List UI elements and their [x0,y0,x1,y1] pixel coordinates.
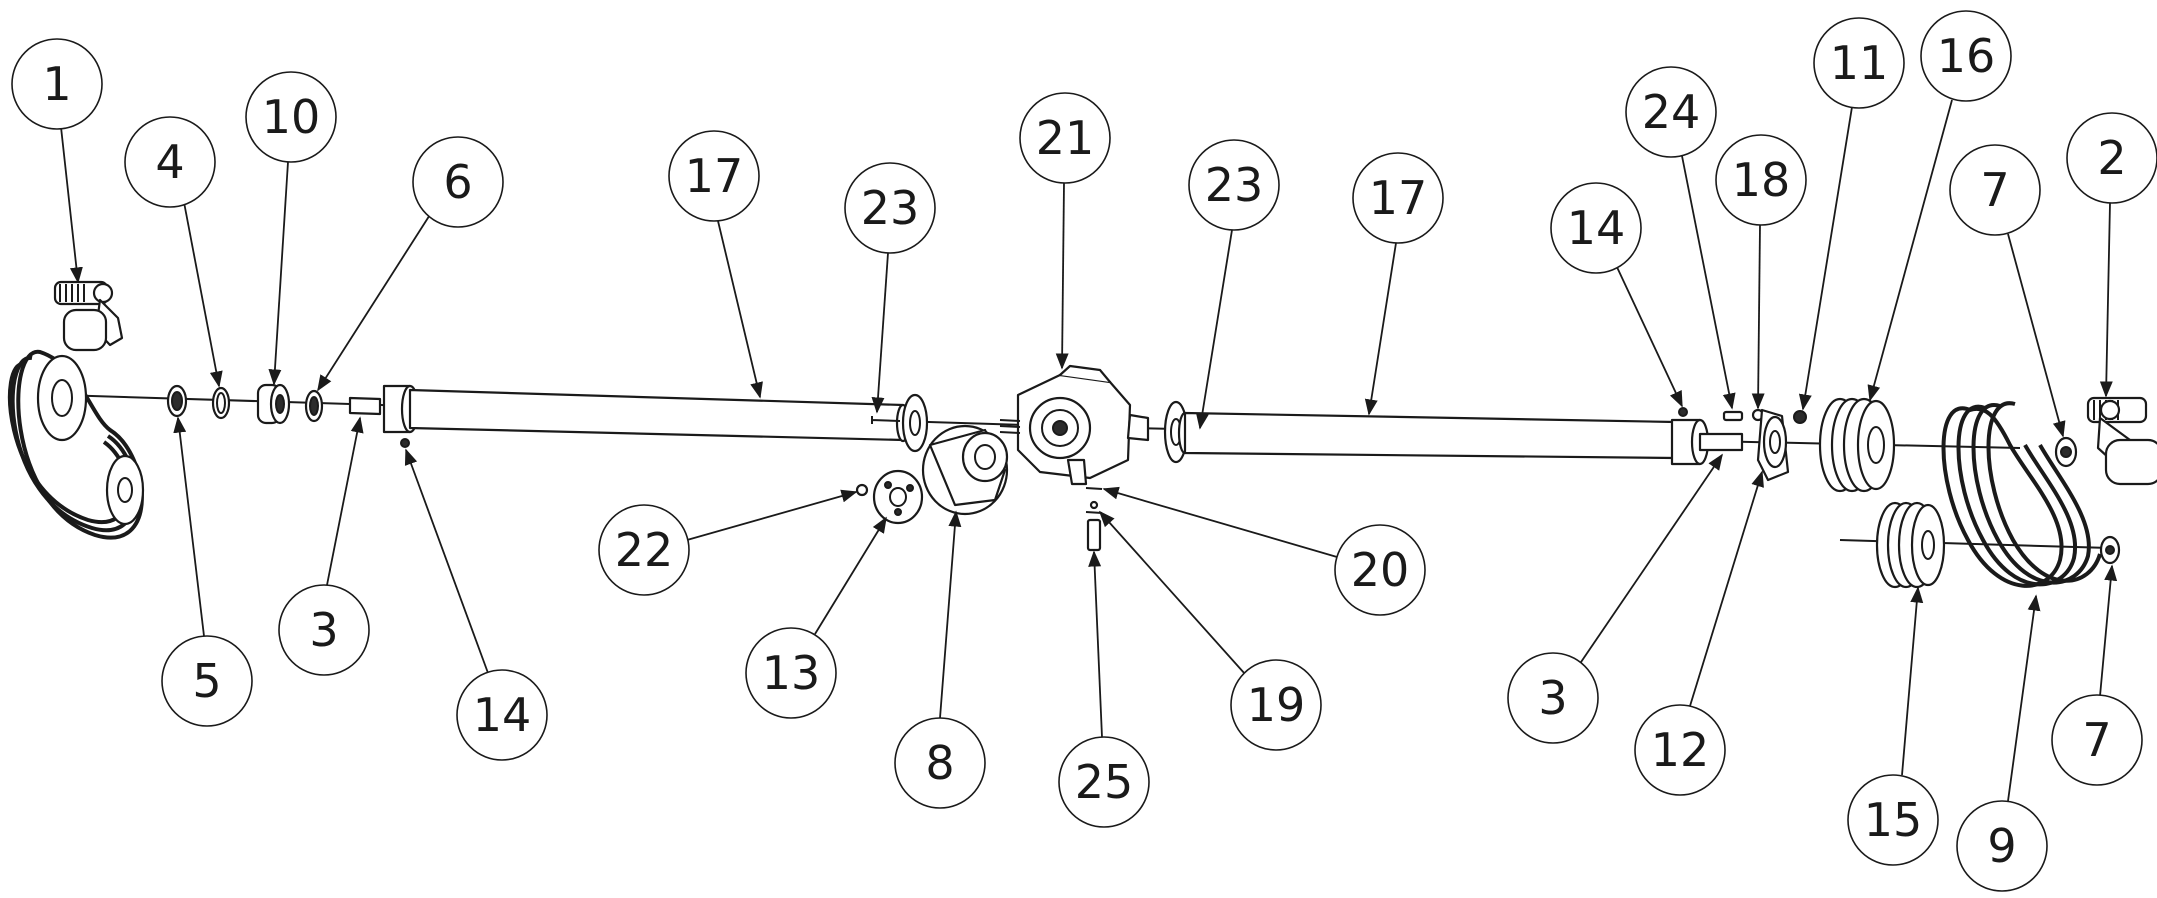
callout-12-label: 12 [1651,723,1710,777]
callout-25: 25 [1058,550,1150,828]
v-belt-set-9 [1941,401,2102,588]
callout-1: 1 [11,38,103,284]
left-belt-tensioner [53,280,124,352]
callout-13: 13 [745,516,887,719]
callout-7-lower: 7 [2051,564,2143,786]
callout-20: 20 [1102,486,1426,616]
callout-7-upper: 7 [1949,144,2066,438]
callout-9: 9 [1956,594,2048,892]
callout-20-label: 20 [1351,543,1410,597]
callout-4: 4 [124,116,223,388]
callout-8: 8 [894,510,986,809]
left-flange-23 [871,393,929,453]
right-belt-tensioner [2086,396,2157,486]
bolt-22 [855,483,869,497]
callout-19: 19 [1098,510,1322,751]
callout-5-label: 5 [192,654,221,708]
bushing-7-lower [2099,535,2121,565]
callout-10: 10 [245,71,337,386]
callout-24: 24 [1625,66,1736,410]
callout-23-left-label: 23 [861,181,920,235]
nut-11 [1793,410,1807,424]
callout-21-label: 21 [1036,111,1095,165]
callout-3-left: 3 [278,416,370,676]
callout-24-label: 24 [1642,85,1701,139]
left-pulley-belt-assembly [8,349,145,540]
callout-17-left-label: 17 [685,149,744,203]
callout-22: 22 [598,489,858,596]
callout-1-label: 1 [42,57,71,111]
callout-14-right-label: 14 [1567,201,1626,255]
callout-18-label: 18 [1732,153,1791,207]
callout-2-label: 2 [2097,131,2126,185]
callout-10-label: 10 [262,90,321,144]
callout-23-right-label: 23 [1205,158,1264,212]
pulley-15 [1875,501,1946,589]
callout-15-label: 15 [1864,793,1923,847]
callout-6-label: 6 [443,155,472,209]
seal-ring-5 [166,384,188,418]
callout-19-label: 19 [1247,678,1306,732]
callout-7-lower-label: 7 [2082,713,2111,767]
bearing-10 [256,383,291,425]
callout-13-label: 13 [762,646,821,700]
callout-11: 11 [1798,17,1905,411]
callout-7-upper-label: 7 [1980,163,2009,217]
bolt-washer-stack [1085,487,1103,552]
bearing-flange-12 [1756,408,1790,482]
callout-14-left-label: 14 [473,688,532,742]
callout-14-left: 14 [404,448,548,761]
callout-21: 21 [1019,92,1111,370]
right-tube-17 [1177,407,1744,466]
callout-3-left-label: 3 [309,603,338,657]
bushing-7-upper [2054,436,2078,468]
callout-16-label: 16 [1937,29,1996,83]
callout-14-right: 14 [1550,182,1683,408]
callout-5: 5 [161,416,253,727]
pulley-16 [1818,397,1896,493]
callout-12: 12 [1634,470,1764,796]
bolt-24 [1722,410,1744,422]
callout-16: 16 [1867,10,2012,402]
coupling-flange-13 [872,469,924,525]
callout-17-right-label: 17 [1369,171,1428,225]
callout-15: 15 [1847,586,1939,866]
callout-3-right-label: 3 [1538,671,1567,725]
callout-11-label: 11 [1830,36,1889,90]
callout-6: 6 [317,136,504,392]
callout-25-label: 25 [1075,755,1134,809]
callout-8-label: 8 [925,736,954,790]
callout-2: 2 [2066,112,2157,398]
retaining-ring-4 [211,386,231,420]
callout-18: 18 [1715,134,1807,410]
callout-9-label: 9 [1987,819,2016,873]
pulley-hub-8 [921,424,1009,516]
callout-23-right: 23 [1188,139,1280,430]
callout-17-left: 17 [668,130,763,399]
callout-22-label: 22 [615,523,674,577]
callout-23-left: 23 [844,162,936,414]
gearbox-21 [999,364,1150,486]
callout-17-right: 17 [1352,152,1444,416]
seal-ring-6 [304,389,324,423]
left-tube-17 [348,384,911,448]
callout-3-right: 3 [1507,453,1723,744]
callout-4-label: 4 [155,135,184,189]
